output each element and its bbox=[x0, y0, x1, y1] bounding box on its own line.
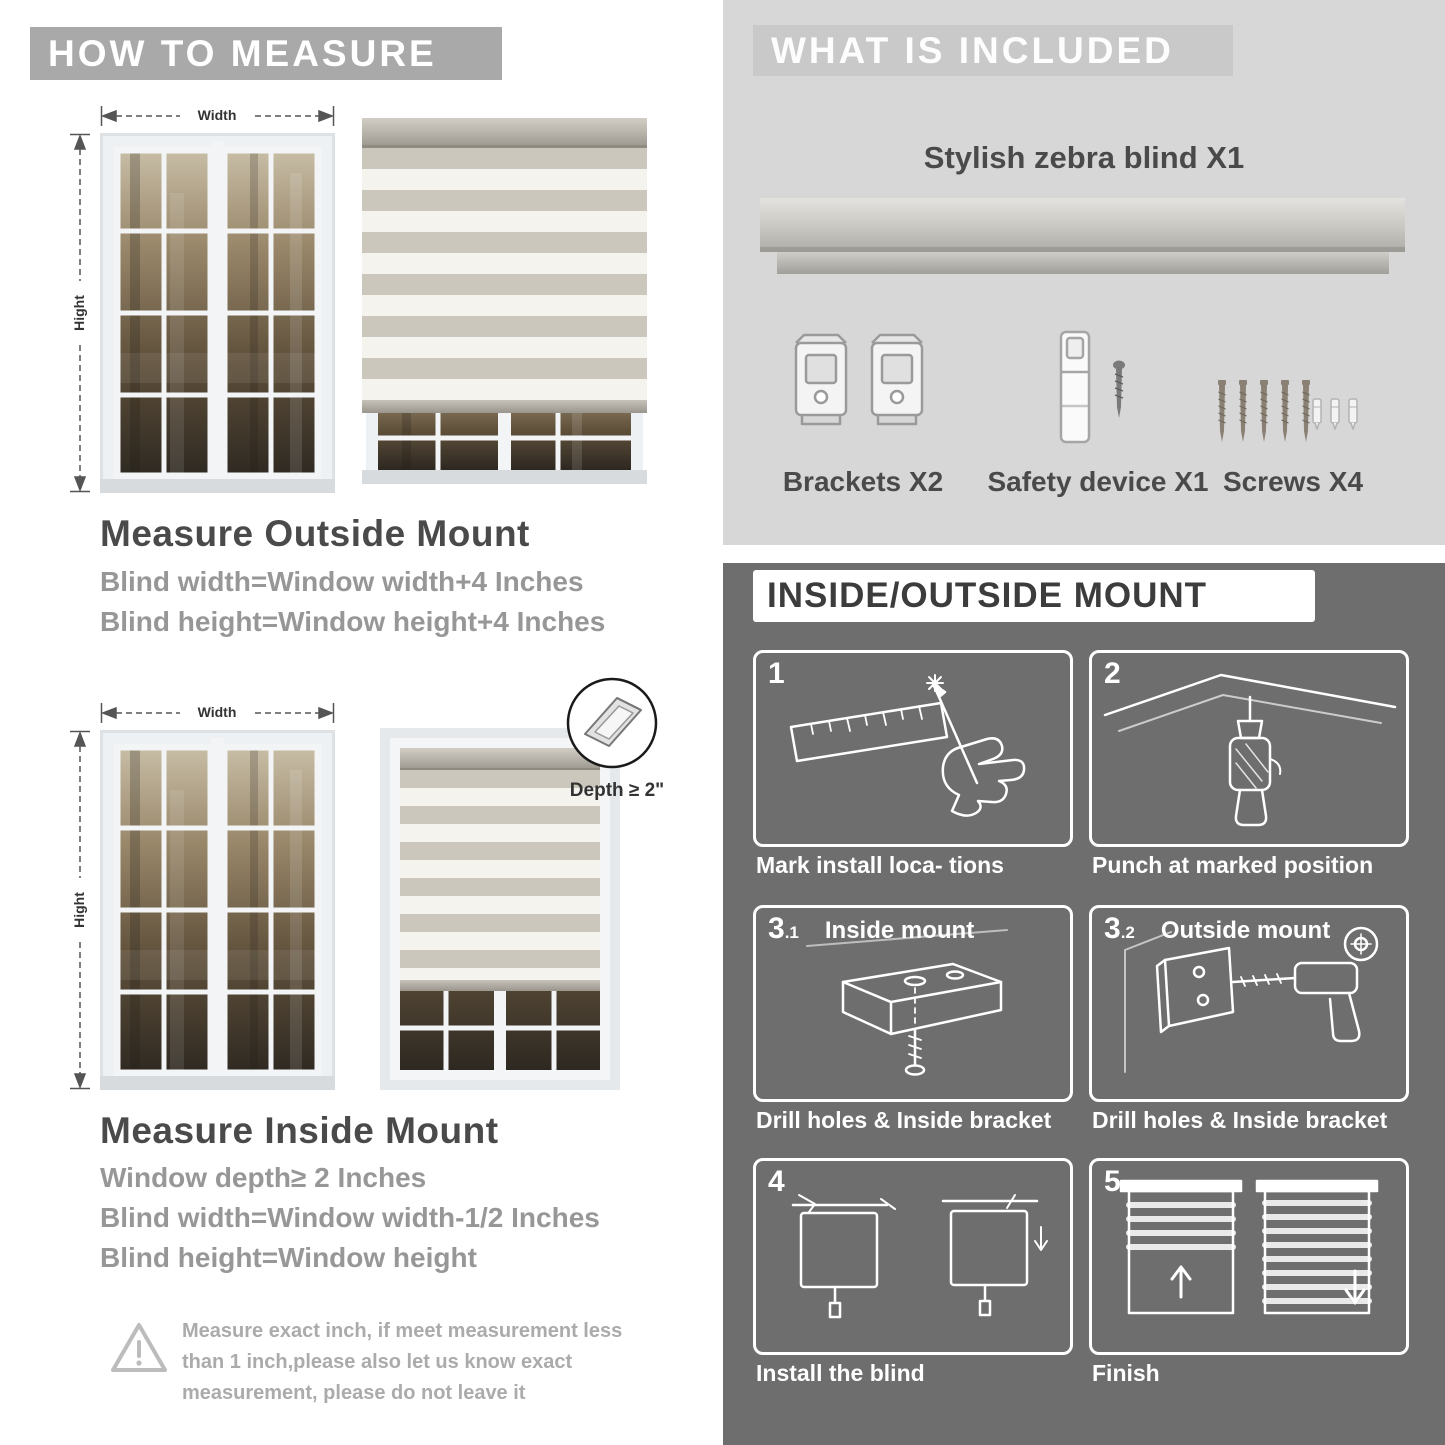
step-title: Inside mount bbox=[824, 917, 975, 944]
headrail-illustration bbox=[760, 198, 1405, 252]
screw-icon bbox=[1113, 360, 1125, 418]
product-title: Stylish zebra blind X1 bbox=[923, 140, 1245, 175]
width-arrow: Width bbox=[100, 106, 335, 126]
how-to-measure-banner: HOW TO MEASURE bbox=[30, 27, 502, 80]
mount-panel: INSIDE/OUTSIDE MOUNT 1 bbox=[723, 563, 1445, 1445]
height-label-2: Hight bbox=[71, 892, 87, 928]
step-panel-3-1: 3 .1 Inside mount bbox=[753, 905, 1073, 1102]
zebra-blind-outside-illustration bbox=[362, 118, 647, 495]
drill-illustration bbox=[1092, 653, 1406, 844]
screw-icon bbox=[1302, 380, 1310, 442]
height-label: Hight bbox=[71, 295, 87, 331]
step-number: 2 bbox=[1104, 657, 1121, 690]
step-caption-3-1: Drill holes & Inside bracket bbox=[756, 1107, 1052, 1133]
what-is-included-banner: WHAT IS INCLUDED bbox=[753, 25, 1233, 76]
inside-formula-width: Blind width=Window width-1/2 Inches bbox=[100, 1202, 600, 1233]
step-number: 1 bbox=[768, 657, 785, 690]
step-number: 3 bbox=[1104, 912, 1121, 945]
step-title: Outside mount bbox=[1160, 917, 1331, 944]
step-caption-3-2: Drill holes & Inside bracket bbox=[1092, 1107, 1388, 1133]
step-caption-5: Finish bbox=[1092, 1360, 1160, 1386]
brackets-label: Brackets X2 bbox=[782, 466, 944, 497]
depth-label: Depth ≥ 2" bbox=[569, 780, 665, 801]
step-sub-number: .1 bbox=[784, 923, 799, 942]
safety-device-icon bbox=[1059, 330, 1091, 444]
height-arrow-2: Hight bbox=[70, 730, 90, 1090]
step-caption-2: Punch at marked position bbox=[1092, 852, 1374, 878]
inside-formula-height: Blind height=Window height bbox=[100, 1242, 477, 1273]
safety-device-label: Safety device X1 bbox=[987, 466, 1209, 497]
what-is-included-title: WHAT IS INCLUDED bbox=[771, 29, 1174, 71]
included-panel: WHAT IS INCLUDED Stylish zebra blind X1 bbox=[723, 0, 1445, 545]
window-illustration-outside bbox=[100, 133, 335, 498]
depth-detail-circle bbox=[565, 676, 660, 776]
screws-illustration bbox=[1215, 380, 1313, 444]
inside-mount-heading: Measure Inside Mount bbox=[100, 1110, 499, 1151]
width-label: Width bbox=[198, 107, 237, 123]
step-caption-1: Mark install loca- tions bbox=[756, 852, 1004, 878]
outside-formula-width: Blind width=Window width+4 Inches bbox=[100, 566, 584, 597]
step-panel-3-2: 3 .2 Outside mount bbox=[1089, 905, 1409, 1102]
warning-text: Measure exact inch, if meet measurement … bbox=[182, 1320, 623, 1404]
step-number: 4 bbox=[768, 1165, 785, 1198]
anchor-icon bbox=[1330, 398, 1340, 430]
window-illustration-inside bbox=[100, 730, 335, 1095]
step-panel-5: 5 bbox=[1089, 1158, 1409, 1355]
anchor-icon bbox=[1312, 398, 1322, 430]
step-number: 3 bbox=[768, 912, 785, 945]
width-arrow-2: Width bbox=[100, 703, 335, 723]
inside-formula-depth: Window depth≥ 2 Inches bbox=[100, 1162, 427, 1193]
bottom-rail-illustration bbox=[777, 252, 1389, 274]
finish-illustration bbox=[1092, 1161, 1406, 1352]
install-blind-illustration bbox=[756, 1161, 1070, 1352]
screw-icon bbox=[1239, 380, 1247, 442]
step-sub-number: .2 bbox=[1120, 923, 1135, 942]
step-panel-1: 1 bbox=[753, 650, 1073, 847]
screw-icon bbox=[1260, 380, 1268, 442]
anchor-icon bbox=[1348, 398, 1358, 430]
step-number: 5 bbox=[1104, 1165, 1121, 1198]
bracket-icon bbox=[870, 333, 924, 426]
mount-banner: INSIDE/OUTSIDE MOUNT bbox=[753, 570, 1315, 622]
outside-formula-height: Blind height=Window height+4 Inches bbox=[100, 606, 606, 637]
zebra-blind-inside-illustration bbox=[380, 728, 620, 1095]
outside-bracket-illustration bbox=[1092, 908, 1406, 1099]
screws-label: Screws X4 bbox=[1222, 466, 1364, 497]
step-panel-4: 4 bbox=[753, 1158, 1073, 1355]
mount-banner-title: INSIDE/OUTSIDE MOUNT bbox=[767, 576, 1208, 615]
outside-mount-heading: Measure Outside Mount bbox=[100, 513, 530, 554]
step-panel-2: 2 bbox=[1089, 650, 1409, 847]
mark-location-illustration bbox=[756, 653, 1070, 844]
width-label-2: Width bbox=[198, 704, 237, 720]
height-arrow: Hight bbox=[70, 133, 90, 493]
bracket-icon bbox=[794, 333, 848, 426]
step-caption-4: Install the blind bbox=[756, 1360, 925, 1386]
screw-icon bbox=[1218, 380, 1226, 442]
inside-bracket-illustration bbox=[756, 908, 1070, 1099]
warning-icon bbox=[108, 1318, 170, 1380]
safety-device-illustration bbox=[1053, 328, 1127, 446]
screw-icon bbox=[1281, 380, 1289, 442]
how-to-measure-title: HOW TO MEASURE bbox=[48, 32, 437, 74]
anchors-illustration bbox=[1311, 398, 1359, 430]
brackets-illustration bbox=[790, 333, 928, 433]
